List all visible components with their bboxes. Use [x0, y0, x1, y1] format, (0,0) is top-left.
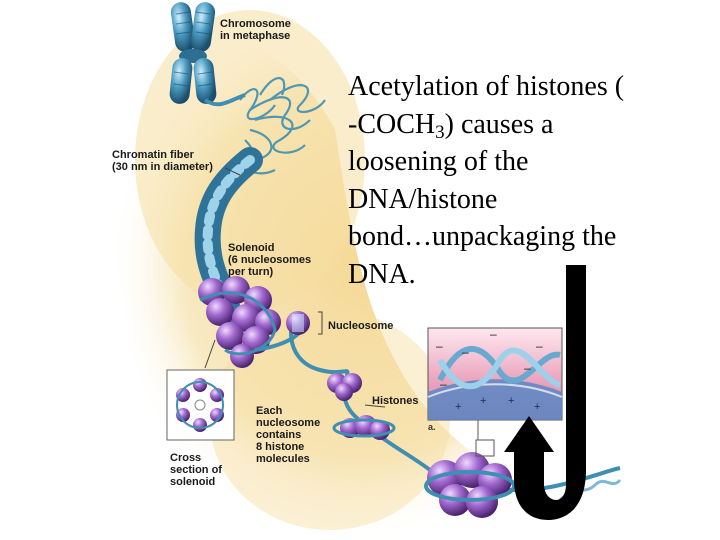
text-line-2a: -COCH	[348, 108, 436, 140]
charge-1: –	[436, 339, 443, 353]
text-line-3: loosening of the	[348, 146, 529, 177]
chromatin-fiber-label: Chromatin fiber (30 nm in diameter)	[112, 149, 213, 173]
charge-6: –	[440, 377, 447, 391]
chromosome-icon	[169, 2, 217, 104]
nucleosome-label: Nucleosome	[328, 320, 394, 332]
histones-pointer	[364, 404, 386, 408]
nucleosome-3	[332, 415, 396, 440]
chromatin-strand	[203, 93, 246, 107]
chromosome-label: Chromosome in metaphase	[220, 18, 291, 42]
panel-letter: a.	[428, 422, 436, 432]
nucleosome-bracket	[318, 311, 323, 335]
cross-section-icon	[166, 369, 235, 441]
histones-label: Histones	[372, 395, 419, 407]
text-line-5: bond…unpackaging the	[348, 221, 617, 252]
charge-8: +	[480, 395, 486, 407]
charge-2: –	[490, 327, 497, 341]
text-line-4: DNA/histone	[348, 183, 498, 215]
charge-4: –	[462, 345, 469, 359]
cross-section-pointer	[204, 339, 216, 369]
charge-7: +	[455, 401, 461, 413]
solenoid-label: Solenoid (6 nucleosomes per turn)	[228, 242, 312, 278]
charge-5: –	[524, 361, 531, 375]
u-turn-arrow	[504, 265, 586, 520]
solenoid	[198, 276, 281, 368]
acetylation-inset	[427, 327, 563, 457]
acetylation-text: Acetylation of histones ( -COCH3) causes…	[348, 68, 678, 293]
text-line-6: DNA.	[348, 258, 416, 290]
text-line-2b: ) causes a	[444, 108, 554, 140]
text-line-2-subscript: 3	[435, 121, 445, 143]
charge-10: +	[534, 401, 540, 413]
charge-3: –	[536, 339, 543, 353]
each-nucleosome-label: Each nucleosome contains 8 histone molec…	[256, 405, 321, 465]
charge-9: +	[508, 395, 514, 407]
histone-octamer	[424, 452, 516, 518]
fiber-pointer	[224, 167, 241, 176]
nucleosome-1	[286, 311, 310, 335]
text-line-1: Acetylation of histones (	[348, 71, 625, 102]
nucleosome-2	[327, 373, 362, 401]
cross-section-label: Cross section of solenoid	[170, 452, 222, 488]
